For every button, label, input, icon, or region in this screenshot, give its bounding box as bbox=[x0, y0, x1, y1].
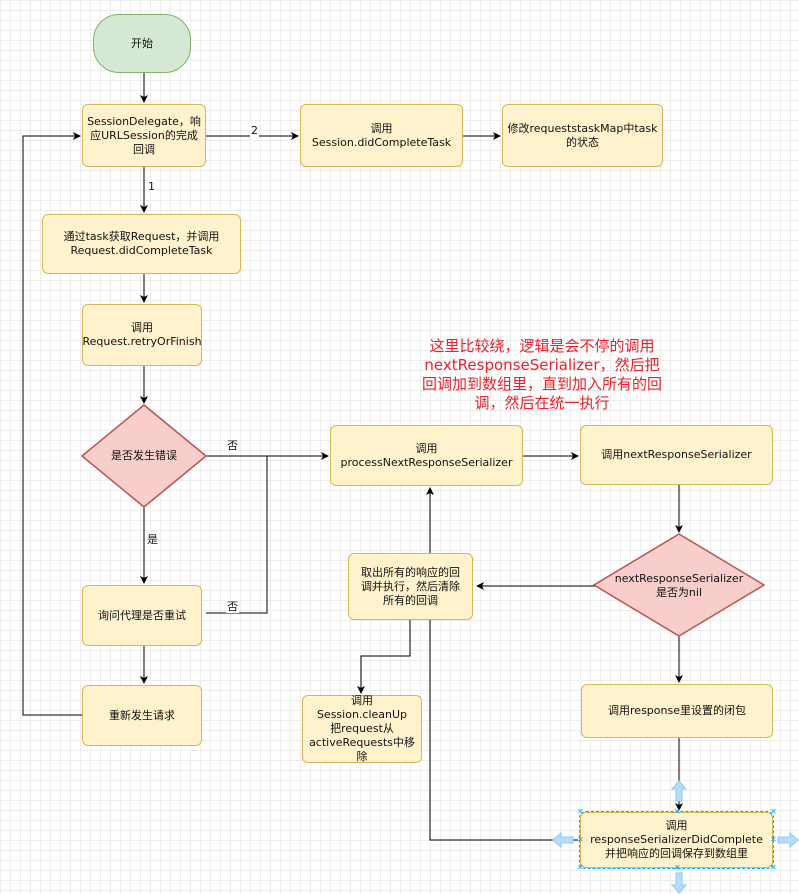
edge-label-yes-error: 是 bbox=[146, 533, 159, 546]
session-cleanup-node[interactable]: 调用Session.cleanUp 把request从 activeReques… bbox=[302, 694, 422, 763]
resize-handle-icon[interactable]: ✕ bbox=[577, 835, 584, 844]
resize-handle-icon[interactable]: ✕ bbox=[770, 807, 777, 816]
ask-delegate-retry-node[interactable]: 询问代理是否重试 bbox=[82, 585, 202, 646]
resize-handle-icon[interactable]: ✕ bbox=[674, 807, 681, 816]
edge-label-no-error: 否 bbox=[226, 439, 239, 452]
process-next-serializer-node[interactable]: 调用 processNextResponseSerializer bbox=[330, 425, 523, 486]
call-next-serializer-node[interactable]: 调用nextResponseSerializer bbox=[580, 425, 773, 485]
get-request-node[interactable]: 通过task获取Request，并调用 Request.didCompleteT… bbox=[42, 214, 241, 274]
decision-has-error-shape bbox=[80, 404, 208, 508]
connect-arrow-down-icon[interactable] bbox=[670, 872, 688, 894]
next-nil-decision-label[interactable]: nextResponseSerializer 是否为nil bbox=[614, 572, 744, 599]
edge-did-complete-to-process bbox=[426, 487, 578, 841]
has-error-decision-label[interactable]: 是否发生错误 bbox=[111, 449, 177, 462]
resize-handle-icon[interactable]: ✕ bbox=[674, 863, 681, 872]
start-node[interactable]: 开始 bbox=[93, 14, 191, 73]
connect-arrow-left-icon[interactable] bbox=[552, 831, 574, 849]
retry-or-finish-node[interactable]: 调用 Request.retryOrFinish bbox=[82, 304, 202, 366]
edge-resend-loop-back bbox=[22, 132, 82, 716]
edge-take-callbacks-to-cleanup bbox=[357, 620, 411, 694]
resize-handle-icon[interactable]: ✕ bbox=[577, 863, 584, 872]
edge-label-no-retry: 否 bbox=[226, 600, 239, 613]
connect-arrow-up-icon[interactable] bbox=[670, 780, 688, 802]
modify-requests-task-map-node[interactable]: 修改requeststaskMap中task 的状态 bbox=[502, 104, 663, 167]
edge-label-one: 1 bbox=[147, 180, 156, 193]
serializer-did-complete-node[interactable]: 调用 responseSerializerDidComplete 并把响应的回调… bbox=[579, 811, 774, 869]
resize-handle-icon[interactable]: ✕ bbox=[770, 863, 777, 872]
call-response-closure-node[interactable]: 调用response里设置的闭包 bbox=[581, 684, 773, 738]
red-annotation-note: 这里比较绕，逻辑是会不停的调用nextResponseSerializer，然后… bbox=[421, 337, 662, 412]
connect-arrow-right-icon[interactable] bbox=[777, 831, 799, 849]
resend-request-node[interactable]: 重新发生请求 bbox=[82, 685, 202, 746]
resize-handle-icon[interactable]: ✕ bbox=[770, 835, 777, 844]
resize-handle-icon[interactable]: ✕ bbox=[577, 807, 584, 816]
session-delegate-node[interactable]: SessionDelegate，响 应URLSession的完成 回调 bbox=[82, 104, 206, 167]
decision-next-nil-shape bbox=[592, 533, 766, 637]
edge-ask-no-to-process bbox=[206, 456, 268, 614]
take-callbacks-node[interactable]: 取出所有的响应的回 调并执行，然后清除 所有的回调 bbox=[348, 553, 473, 620]
edge-label-two: 2 bbox=[250, 124, 259, 137]
session-did-complete-task-node[interactable]: 调用 Session.didCompleteTask bbox=[300, 104, 463, 167]
